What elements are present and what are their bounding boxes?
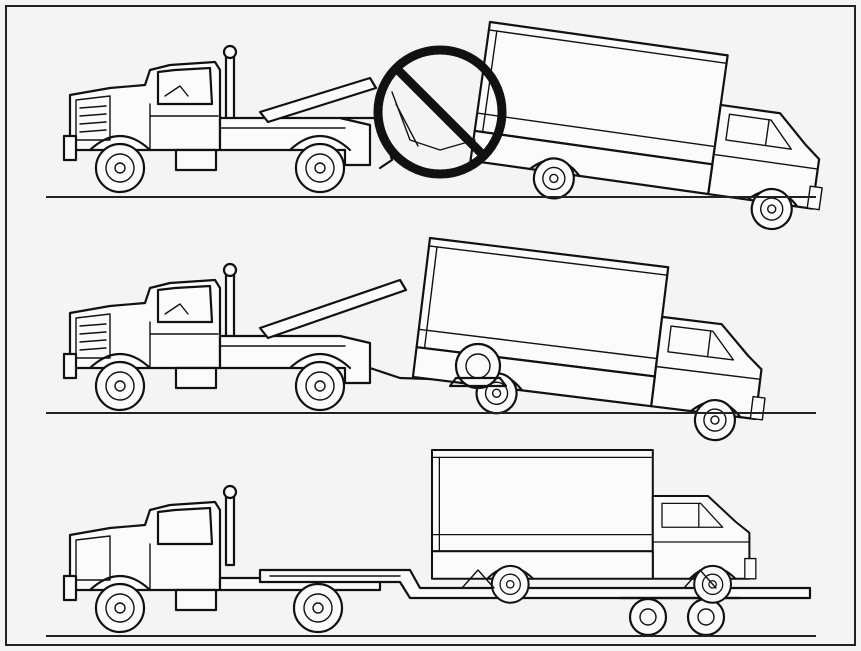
panel-1-wheel-lift-rear (46, 22, 839, 235)
panel-3-flatbed-trailer (46, 450, 816, 636)
tow-boom-2 (260, 280, 406, 338)
box-van-2 (410, 238, 780, 446)
tow-boom-1 (260, 78, 376, 122)
box-van-1 (467, 22, 839, 235)
box-van-3 (432, 450, 756, 603)
tow-truck-3 (64, 486, 380, 632)
panel-2-wheel-lift-dolly (46, 238, 816, 446)
tow-truck-2 (64, 264, 460, 410)
tow-truck-1 (64, 46, 392, 192)
